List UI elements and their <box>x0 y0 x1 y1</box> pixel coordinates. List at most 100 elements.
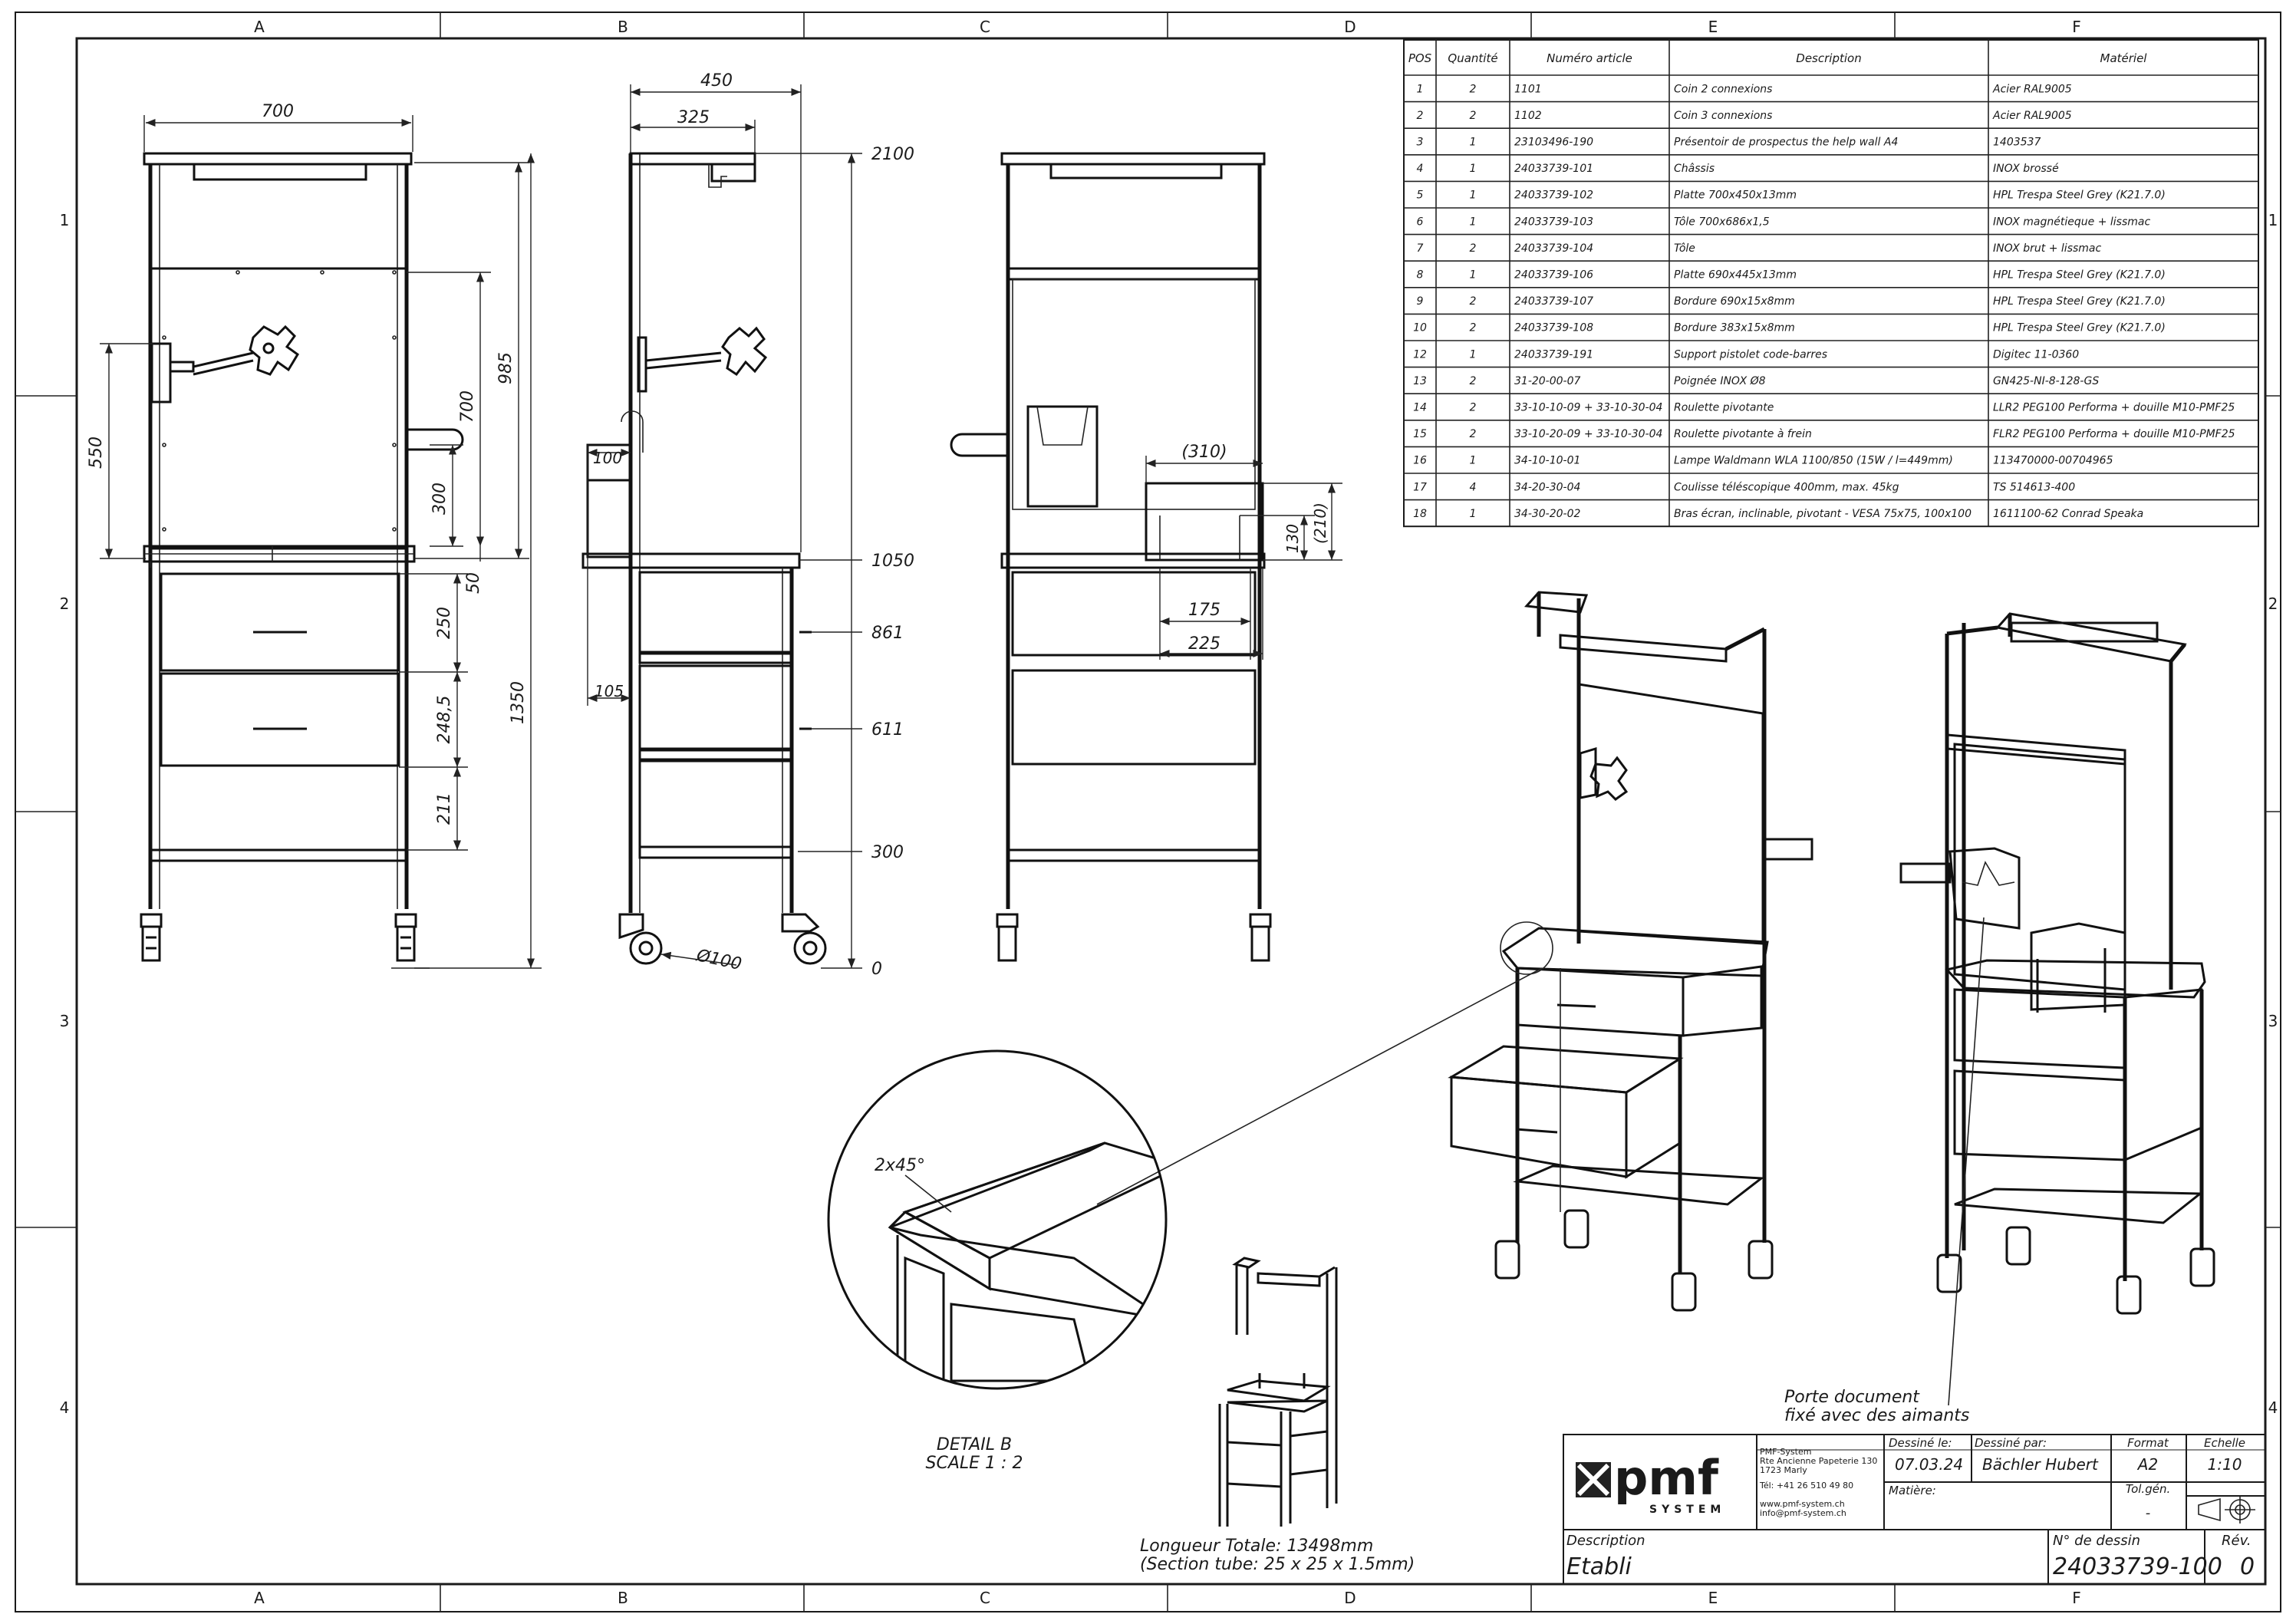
bom-cell: 2 <box>1417 110 1424 122</box>
bom-cell: 7 <box>1417 242 1424 255</box>
bom-cell: INOX brossé <box>1993 163 2059 175</box>
format-label: Format <box>2127 1436 2169 1450</box>
dim-300-front: 300 <box>430 483 450 515</box>
dim-225: 225 <box>1188 634 1220 654</box>
bom-cell: 2 <box>1470 375 1477 387</box>
bom-cell: 16 <box>1413 455 1427 467</box>
bom-cell: 2 <box>1470 295 1477 308</box>
bom-cell: 34-10-10-01 <box>1514 455 1580 467</box>
company-mail: info@pmf-system.ch <box>1760 1508 1846 1518</box>
dim-175: 175 <box>1188 601 1220 620</box>
bom-cell: 2 <box>1470 428 1477 440</box>
drawn-by-value: Bächler Hubert <box>1982 1455 2099 1474</box>
bom-cell: 34-20-30-04 <box>1514 481 1580 493</box>
col-label-bot-c: C <box>980 1589 990 1607</box>
bom-cell: 18 <box>1413 508 1427 520</box>
projection-symbol-icon <box>2198 1496 2255 1524</box>
bom-cell: 6 <box>1417 216 1424 228</box>
title-block <box>1563 1434 2266 1585</box>
tol-value: - <box>2146 1505 2151 1521</box>
dim-310: (310) <box>1181 443 1227 462</box>
row-label-left-3: 3 <box>60 1012 70 1030</box>
bom-cell: 1403537 <box>1993 137 2041 149</box>
drawing-no-label: N° de dessin <box>2053 1533 2140 1549</box>
bom-cell: FLR2 PEG100 Performa + douille M10-PMF25 <box>1993 428 2235 440</box>
col-label-top-e: E <box>1708 18 1718 36</box>
bom-cell: 1 <box>1470 163 1477 175</box>
bom-cell: 17 <box>1413 481 1427 493</box>
porte-note-1: Porte document <box>1784 1388 1920 1407</box>
dim-130: 130 <box>1283 524 1302 553</box>
front-wheel-left <box>140 913 163 962</box>
bom-cell: 113470000-00704965 <box>1993 455 2113 467</box>
detail-title: DETAIL B <box>937 1435 1012 1454</box>
panel-holes <box>162 270 397 532</box>
bom-cell: 4 <box>1470 481 1477 493</box>
bom-cell: Roulette pivotante <box>1674 402 1774 414</box>
bom-cell: 2 <box>1470 110 1477 122</box>
bom-cell: INOX magnétieque + lissmac <box>1993 216 2150 228</box>
bom-cell: 31-20-00-07 <box>1514 375 1581 387</box>
front-dimensions <box>100 115 542 969</box>
bom-cell: HPL Trespa Steel Grey (K21.7.0) <box>1993 295 2166 308</box>
logo-text: pmf <box>1614 1450 1719 1506</box>
front-wheel-right <box>394 913 417 962</box>
drawn-by-label: Dessiné par: <box>1975 1436 2047 1450</box>
bom-cell: LLR2 PEG100 Performa + douille M10-PMF25 <box>1993 402 2235 414</box>
bom-cell: 1611100-62 Conrad Speaka <box>1993 508 2143 520</box>
bom-cell: 1 <box>1470 348 1477 361</box>
detail-scale: SCALE 1 : 2 <box>926 1454 1023 1473</box>
col-label-bot-b: B <box>618 1589 628 1607</box>
bom-cell: Platte 690x445x13mm <box>1674 269 1797 282</box>
bom-cell: Support pistolet code-barres <box>1674 348 1827 361</box>
bom-cell: 33-10-20-09 + 33-10-30-04 <box>1514 428 1662 440</box>
bom-header-cell: Numéro article <box>1547 51 1632 65</box>
company-line-2: Rte Ancienne Papeterie 130 <box>1760 1456 1877 1466</box>
rev-value: 0 <box>2240 1553 2255 1580</box>
bom-cell: 1 <box>1470 189 1477 202</box>
front-view: 700 985 700 550 300 50 1350 250 248,5 21… <box>87 102 542 969</box>
bom-cell: GN425-NI-8-128-GS <box>1993 375 2099 387</box>
tol-label: Tol.gén. <box>2126 1482 2170 1496</box>
desc-value: Etabli <box>1566 1553 1632 1580</box>
company-line-1: PMF-System <box>1760 1447 1811 1457</box>
tube-note-1: Longueur Totale: 13498mm <box>1140 1537 1373 1556</box>
bom-cell: HPL Trespa Steel Grey (K21.7.0) <box>1993 269 2166 282</box>
material-label: Matière: <box>1889 1484 1936 1497</box>
dim-248-5: 248,5 <box>435 696 454 744</box>
row-label-left-4: 4 <box>60 1398 70 1417</box>
bom-cell: 1 <box>1470 508 1477 520</box>
detail-chamfer: 2x45° <box>875 1156 925 1175</box>
side-wheel-right <box>781 913 827 965</box>
bom-cell: Coin 3 connexions <box>1674 110 1772 122</box>
drawn-on-label: Dessiné le: <box>1889 1436 1952 1450</box>
row-label-right-2: 2 <box>2268 595 2278 613</box>
bom-cell: 10 <box>1413 322 1427 334</box>
bom-cell: 9 <box>1417 295 1424 308</box>
bom-cell: Tôle 700x686x1,5 <box>1674 216 1770 228</box>
bom-cell: 24033739-101 <box>1514 163 1593 175</box>
bom-cell: 1 <box>1470 455 1477 467</box>
bom-cell: HPL Trespa Steel Grey (K21.7.0) <box>1993 322 2166 334</box>
bom-cell: 24033739-107 <box>1514 295 1593 308</box>
dim-300-side: 300 <box>871 843 904 862</box>
bom-cell: 24033739-103 <box>1514 216 1593 228</box>
bom-cell: 14 <box>1413 402 1427 414</box>
dim-210: (210) <box>1311 502 1329 544</box>
rear-dimensions <box>1145 456 1342 660</box>
bom-cell: 8 <box>1417 269 1424 282</box>
bom-cell: Platte 700x450x13mm <box>1674 189 1797 202</box>
monitor-arm <box>150 324 299 404</box>
company-line-3: 1723 Marly <box>1760 1465 1807 1475</box>
col-label-top-c: C <box>980 18 990 36</box>
bom-cell: Bordure 690x15x8mm <box>1674 295 1795 308</box>
dim-325: 325 <box>677 108 710 127</box>
iso-view-rear <box>1899 612 2215 1406</box>
row-label-left-1: 1 <box>60 211 70 229</box>
col-label-bot-e: E <box>1708 1589 1718 1607</box>
row-label-right-1: 1 <box>2268 211 2278 229</box>
col-label-bot-f: F <box>2072 1589 2081 1607</box>
bom-cell: 24033739-191 <box>1514 348 1593 361</box>
